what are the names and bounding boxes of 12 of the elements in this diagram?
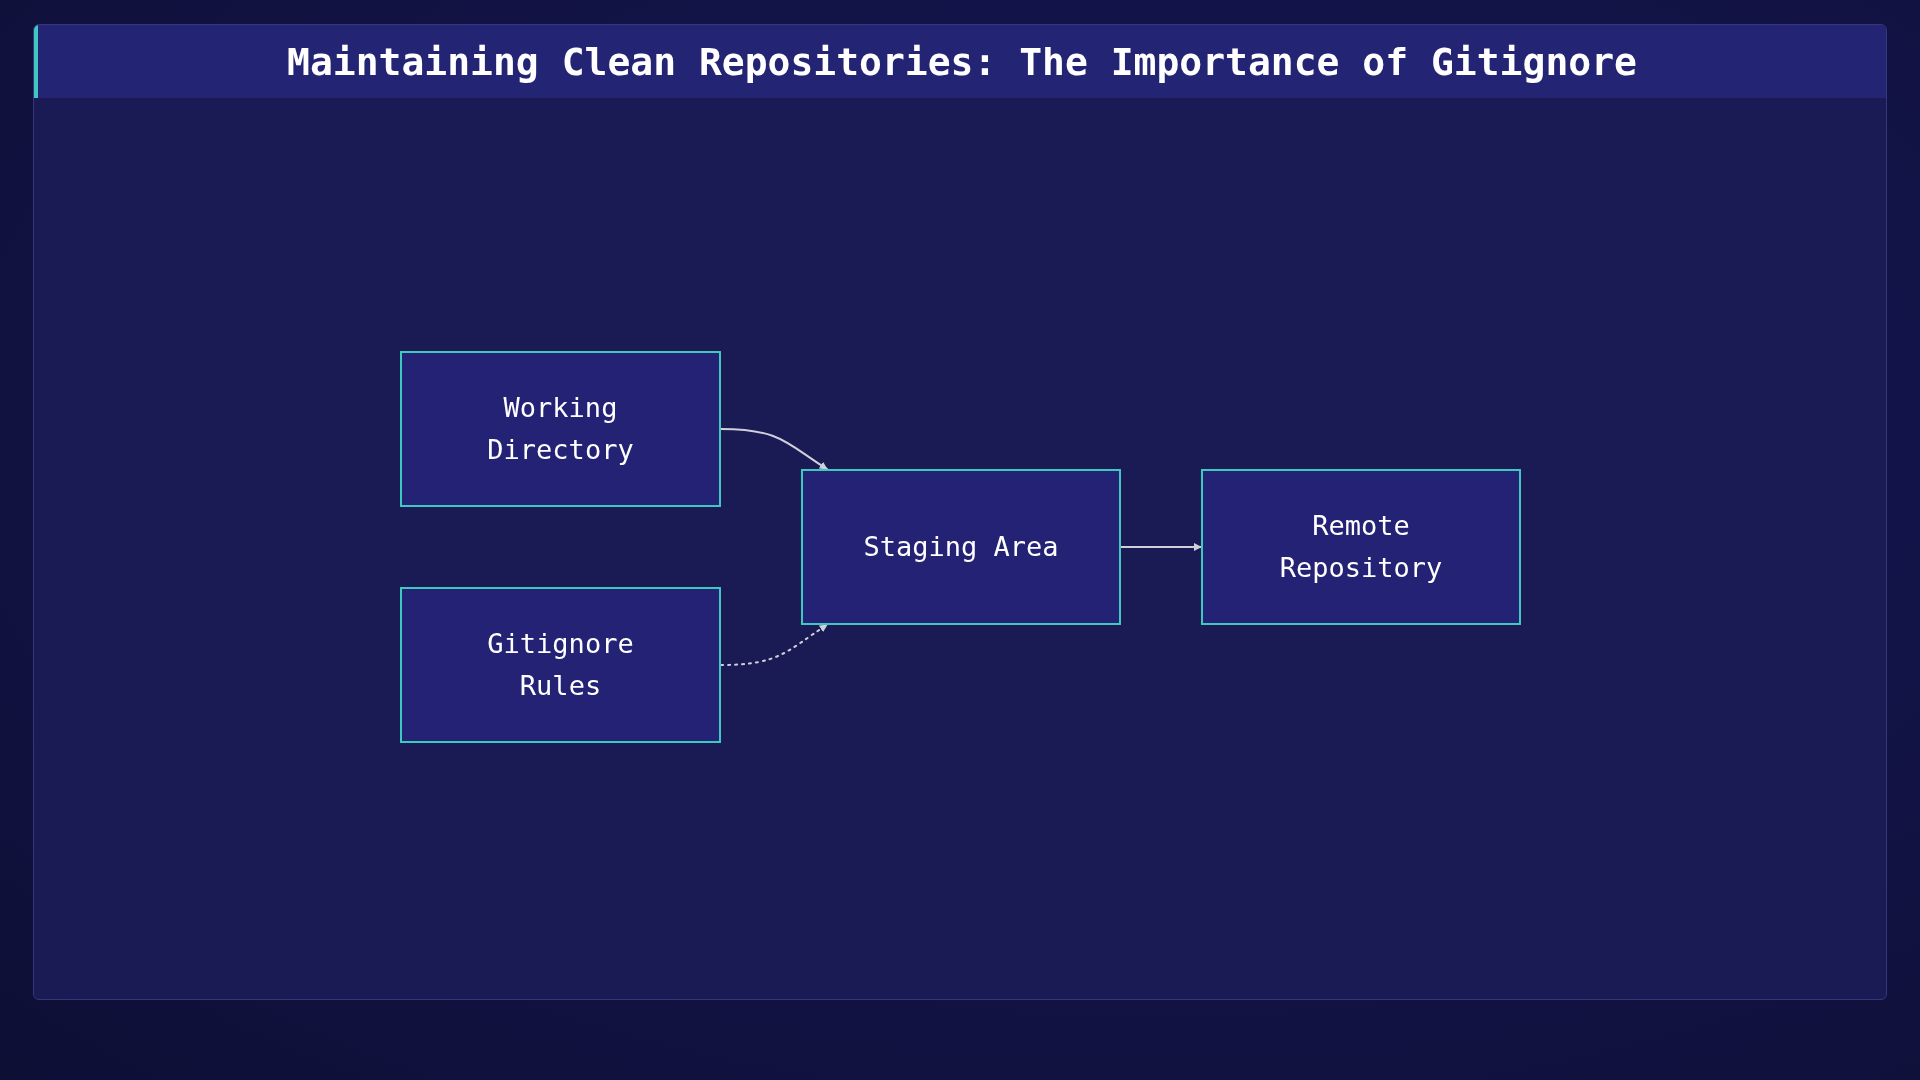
box-label: Working Directory	[486, 391, 635, 467]
box-label: Staging Area	[863, 530, 1059, 565]
process-box	[400, 587, 721, 743]
arrow	[1120, 543, 1202, 551]
box-label: Remote Repository	[1278, 509, 1444, 585]
box-label: Gitignore Rules	[486, 627, 635, 703]
process-box	[400, 351, 721, 507]
arrow	[720, 428, 828, 470]
process-box	[1201, 469, 1521, 625]
process-box	[801, 469, 1121, 625]
arrow	[720, 624, 828, 666]
title: Maintaining Clean Repositories: The Importance of Gitignore	[287, 39, 1637, 84]
